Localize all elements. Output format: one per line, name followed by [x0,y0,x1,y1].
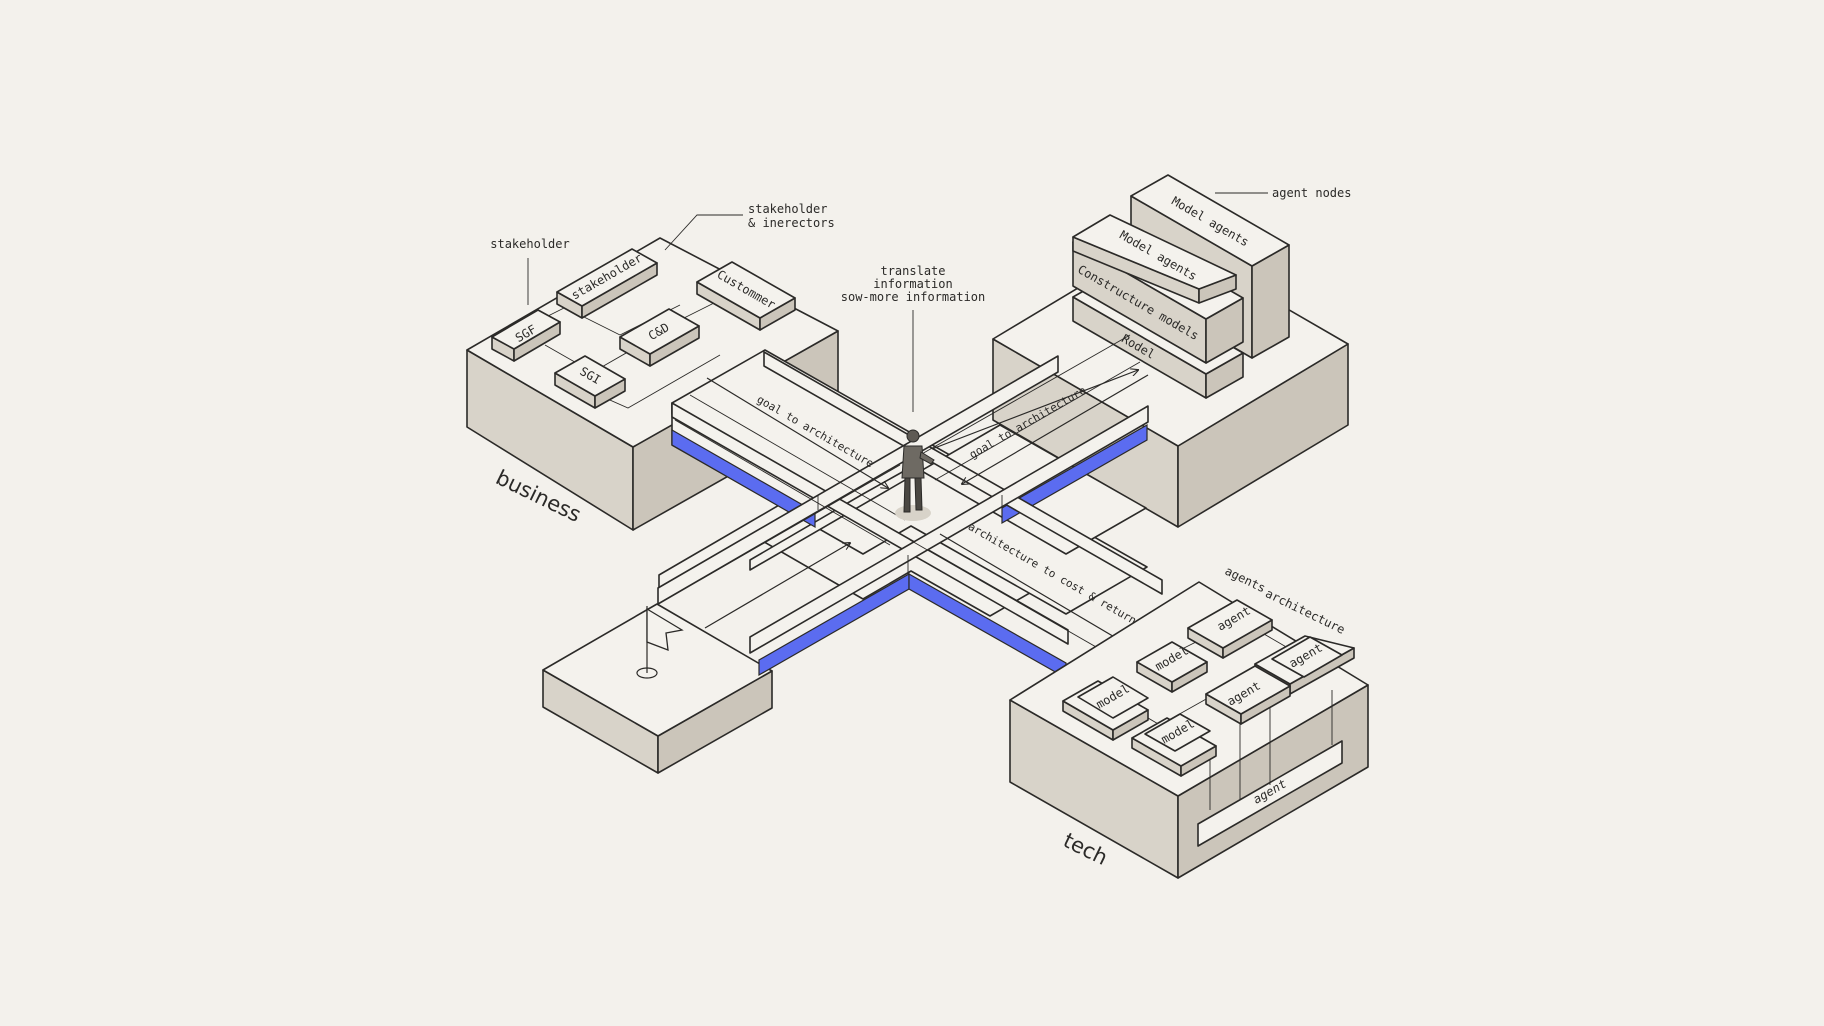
callout-stakeholder-text: stakeholder [490,237,569,251]
callout-translate-line2: information [873,277,952,291]
tech-model-1: model [1062,676,1149,741]
callout-translate-line3: sow-more information [841,290,986,304]
channel-arrows [704,370,1149,648]
callout-translate: translate information sow-more informati… [841,264,986,412]
callout-agent-nodes: agent nodes [1215,186,1351,200]
person-figure [895,429,935,521]
callout-agent-nodes-text: agent nodes [1272,186,1351,200]
callout-stakeholder-interactors-line1: stakeholder [748,202,827,216]
model-stack: Model agents Rodel Constructure models M… [1072,174,1290,399]
callout-stakeholder-interactors: stakeholder & inerectors [664,202,835,251]
callout-stakeholder-interactors-line2: & inerectors [748,216,835,230]
tech-model-3: model [1131,713,1217,777]
tech-agent-3: agent [1205,665,1291,725]
flag-icon [646,607,684,651]
tech-agent-1: agent [1187,599,1273,659]
node-cd: C&D [619,308,700,367]
flag-block [542,603,773,774]
tech-model-2: model [1136,641,1208,693]
callout-agents-text: agents [1223,564,1268,596]
node-sgf: SGF [491,309,561,362]
node-sgi: SGI [554,355,626,409]
callout-stakeholder: stakeholder [490,237,570,305]
callout-translate-line1: translate [880,264,945,278]
tech-block: agent [1009,581,1369,879]
